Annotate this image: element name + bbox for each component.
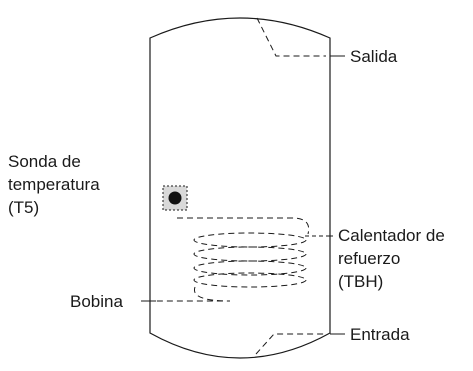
inlet-pipe <box>255 333 326 355</box>
outlet-label: Salida <box>350 47 398 66</box>
outlet-pipe <box>256 17 326 57</box>
booster-heater-label-line3: (TBH) <box>338 272 384 291</box>
temperature-sensor-label-line2: temperatura <box>8 175 100 194</box>
inlet-label: Entrada <box>350 325 410 344</box>
tank-outline <box>149 17 331 359</box>
temperature-sensor-label-line1: Sonda de <box>8 152 81 171</box>
temperature-sensor-label-line3: (T5) <box>8 198 40 217</box>
booster-heater-label-line1: Calentador de <box>338 226 445 245</box>
booster-heater-label-line2: refuerzo <box>338 249 401 268</box>
coil-label: Bobina <box>70 292 123 311</box>
heat-exchanger-coil <box>156 217 310 302</box>
temperature-sensor-dot <box>168 191 182 205</box>
